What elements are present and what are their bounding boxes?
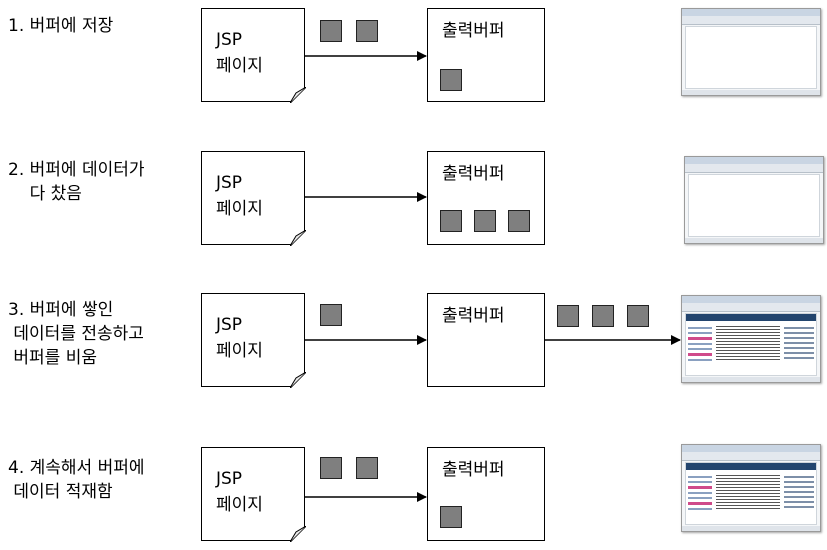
output-buffer-box-4: 출력버퍼 [427,447,545,541]
folded-corner-icon [289,229,306,246]
folded-corner-icon [289,86,306,103]
data-block [440,210,462,232]
browser-window-4-loaded [681,444,821,532]
output-buffer-label: 출력버퍼 [442,460,505,480]
jsp-page-label: JSP 페이지 [216,469,263,515]
jsp-page-box-3: JSP 페이지 [201,293,306,388]
browser-window-3-loaded [681,295,821,383]
data-block [320,20,342,42]
data-block [440,506,462,528]
folded-corner-icon [289,371,306,388]
jsp-page-label: JSP 페이지 [216,30,263,76]
jsp-page-box-4: JSP 페이지 [201,447,306,542]
data-block [592,305,614,327]
jsp-page-box-2: JSP 페이지 [201,151,306,246]
data-block [508,210,530,232]
data-block [356,457,378,479]
data-block [440,69,462,91]
folded-corner-icon [289,525,306,542]
data-block [474,210,496,232]
browser-window-1-blank [681,8,821,96]
step-2-label: 2. 버퍼에 데이터가 다 찼음 [8,160,145,204]
jsp-page-box-1: JSP 페이지 [201,8,306,103]
step-3-label: 3. 버퍼에 쌓인 데이터를 전송하고 버퍼를 비움 [8,300,144,368]
output-buffer-box-2: 출력버퍼 [427,151,545,245]
output-buffer-label: 출력버퍼 [442,21,505,41]
data-block [320,457,342,479]
data-block [320,304,342,326]
jsp-page-label: JSP 페이지 [216,315,263,361]
output-buffer-label: 출력버퍼 [442,306,505,326]
jsp-page-label: JSP 페이지 [216,173,263,219]
output-buffer-box-1: 출력버퍼 [427,8,545,102]
data-block [557,305,579,327]
output-buffer-label: 출력버퍼 [442,164,505,184]
data-block [356,20,378,42]
data-block [627,305,649,327]
step-4-label: 4. 계속해서 버퍼에 데이터 적재함 [8,458,145,502]
browser-window-2-blank [684,156,824,244]
output-buffer-box-3: 출력버퍼 [427,293,545,387]
step-1-label: 1. 버퍼에 저장 [8,16,114,36]
